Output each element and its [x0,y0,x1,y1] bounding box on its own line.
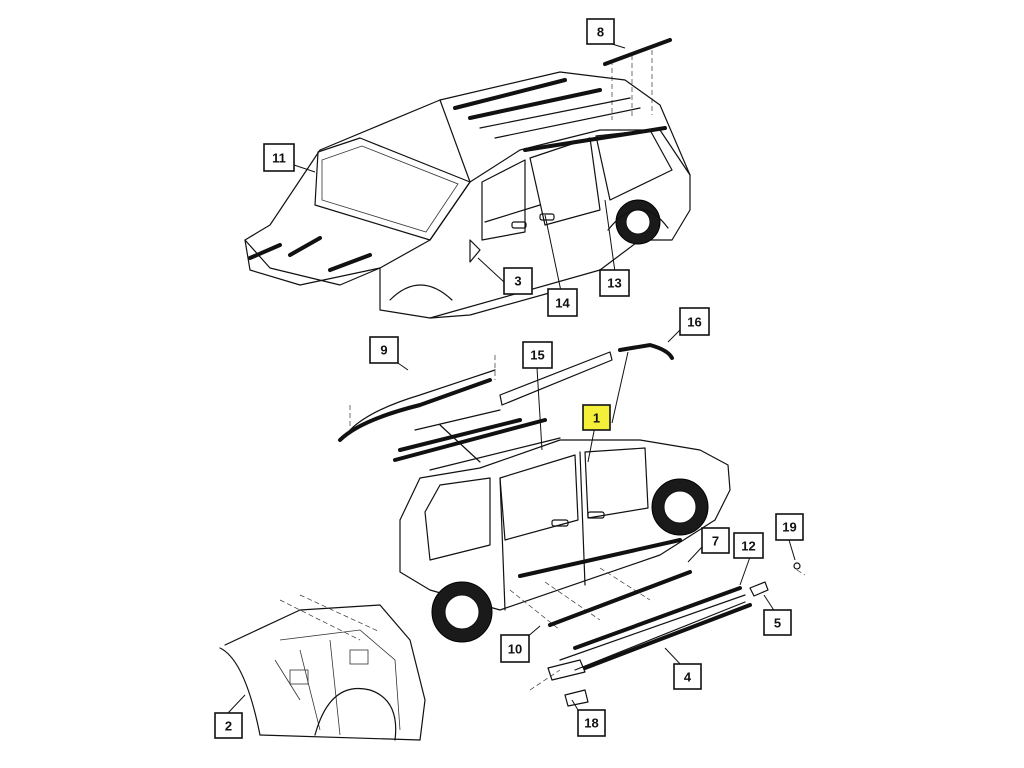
callout-label: 12 [741,539,755,554]
callout-4[interactable]: 4 [673,663,702,690]
callout-label: 5 [774,616,781,631]
leader-lines [227,43,796,714]
rocker-parts [529,562,806,707]
callout-3[interactable]: 3 [503,267,533,295]
callout-label: 3 [514,274,521,289]
callout-11[interactable]: 11 [263,143,295,172]
callout-label: 7 [712,534,719,549]
callout-7[interactable]: 7 [701,527,730,554]
callout-label: 14 [555,296,570,311]
liftgate-drawing [219,594,426,741]
callout-label: 10 [508,642,522,657]
part-8-molding [603,38,672,66]
middle-van-drawing [338,342,731,643]
callout-2[interactable]: 2 [214,712,243,739]
callout-label: 18 [584,716,598,731]
callout-8[interactable]: 8 [586,18,615,45]
callout-13[interactable]: 13 [599,269,630,297]
callout-15[interactable]: 15 [522,341,553,369]
top-van-drawing [244,50,691,319]
callout-1[interactable]: 1 [582,404,611,431]
callout-label: 11 [272,151,286,166]
callout-label: 4 [684,670,692,685]
callout-label: 8 [597,25,604,40]
callout-16[interactable]: 16 [679,307,710,336]
callout-9[interactable]: 9 [369,336,399,364]
callout-label: 16 [687,315,701,330]
callout-5[interactable]: 5 [763,609,792,636]
callout-label: 1 [593,411,600,426]
callout-18[interactable]: 18 [577,709,606,737]
callout-label: 19 [782,520,796,535]
callout-label: 9 [380,343,387,358]
callout-19[interactable]: 19 [775,513,804,541]
callout-12[interactable]: 12 [733,532,764,559]
callout-label: 13 [607,276,621,291]
callout-label: 2 [225,719,232,734]
callout-label: 15 [530,348,544,363]
callout-14[interactable]: 14 [547,288,578,317]
callout-10[interactable]: 10 [500,634,530,663]
